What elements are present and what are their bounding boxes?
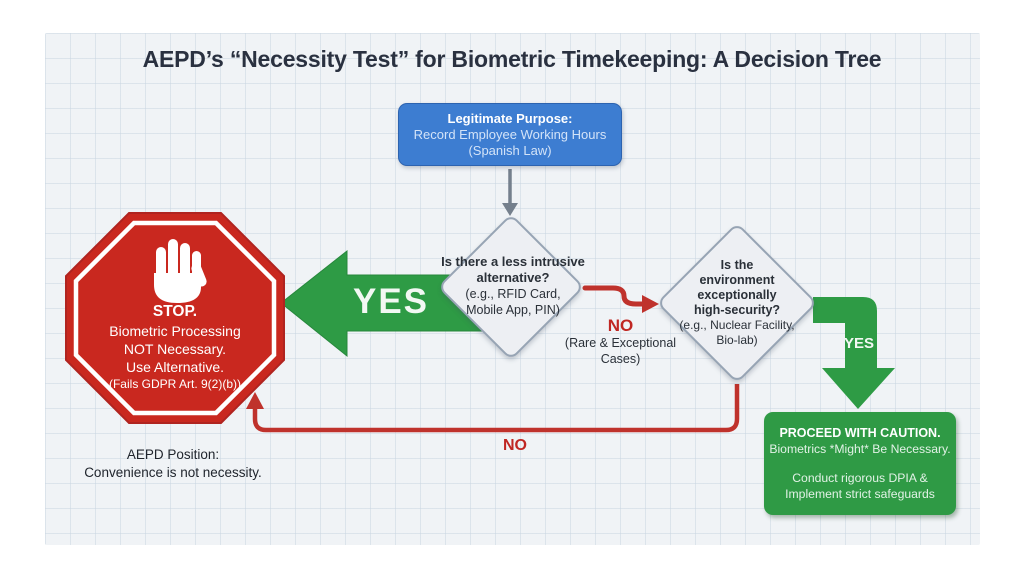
q2-examples: (e.g., Nuclear Facility, Bio-lab) (679, 318, 795, 347)
no-branch-label: NO (Rare & Exceptional Cases) (558, 316, 683, 367)
stop-title: STOP. (152, 303, 198, 320)
proceed-with-caution-node: PROCEED WITH CAUTION. Biometrics *Might*… (764, 412, 956, 515)
purpose-line2: (Spanish Law) (468, 143, 552, 158)
position-line2: Convenience is not necessity. (84, 465, 262, 480)
q1-examples: (e.g., RFID Card, Mobile App, PIN) (465, 287, 561, 317)
arrow-purpose-to-q1 (502, 169, 518, 216)
yes-left-label: YES (352, 282, 430, 321)
caution-spacer (764, 457, 956, 470)
aepd-position-note: AEPD Position: Convenience is not necess… (57, 446, 289, 482)
yes-right-block-arrow (813, 297, 895, 409)
no-branch-connector (582, 285, 659, 313)
decision-alternative-text: Is there a less intrusive alternative? (… (436, 254, 590, 318)
q1-question: Is there a less intrusive alternative? (441, 254, 585, 285)
no-return-label: NO (503, 437, 527, 454)
stop-octagon (65, 212, 285, 424)
stop-node-text: STOP. Biometric Processing NOT Necessary… (64, 302, 286, 393)
purpose-line1: Record Employee Working Hours (413, 127, 607, 142)
legitimate-purpose-node: Legitimate Purpose: Record Employee Work… (398, 103, 622, 166)
stop-line1: Biometric Processing (109, 323, 241, 339)
stop-sign-node (65, 212, 285, 424)
no-branch-text: NO (607, 316, 634, 335)
yes-right-label: YES (843, 335, 874, 352)
stop-note: (Fails GDPR Art. 9(2)(b)) (108, 377, 241, 391)
caution-heading: PROCEED WITH CAUTION. (779, 426, 941, 440)
no-return-connector (246, 384, 740, 433)
stop-line2: NOT Necessary. (123, 341, 227, 357)
caution-line1: Biometrics *Might* Be Necessary. (769, 442, 951, 456)
caution-line2: Conduct rigorous DPIA & (792, 471, 928, 485)
no-branch-subtext: (Rare & Exceptional Cases) (564, 336, 677, 366)
page-title: AEPD’s “Necessity Test” for Biometric Ti… (142, 46, 882, 72)
decision-environment-text: Is the environment exceptionally high-se… (677, 258, 797, 348)
purpose-heading: Legitimate Purpose: (447, 111, 573, 126)
caution-line3: Implement strict safeguards (785, 487, 935, 501)
stop-line3: Use Alternative. (125, 359, 225, 375)
q2-question: Is the environment exceptionally high-se… (693, 258, 781, 317)
stop-octagon-inner-ring (73, 220, 277, 416)
stop-hand-icon (154, 239, 207, 303)
position-line1: AEPD Position: (126, 447, 220, 462)
